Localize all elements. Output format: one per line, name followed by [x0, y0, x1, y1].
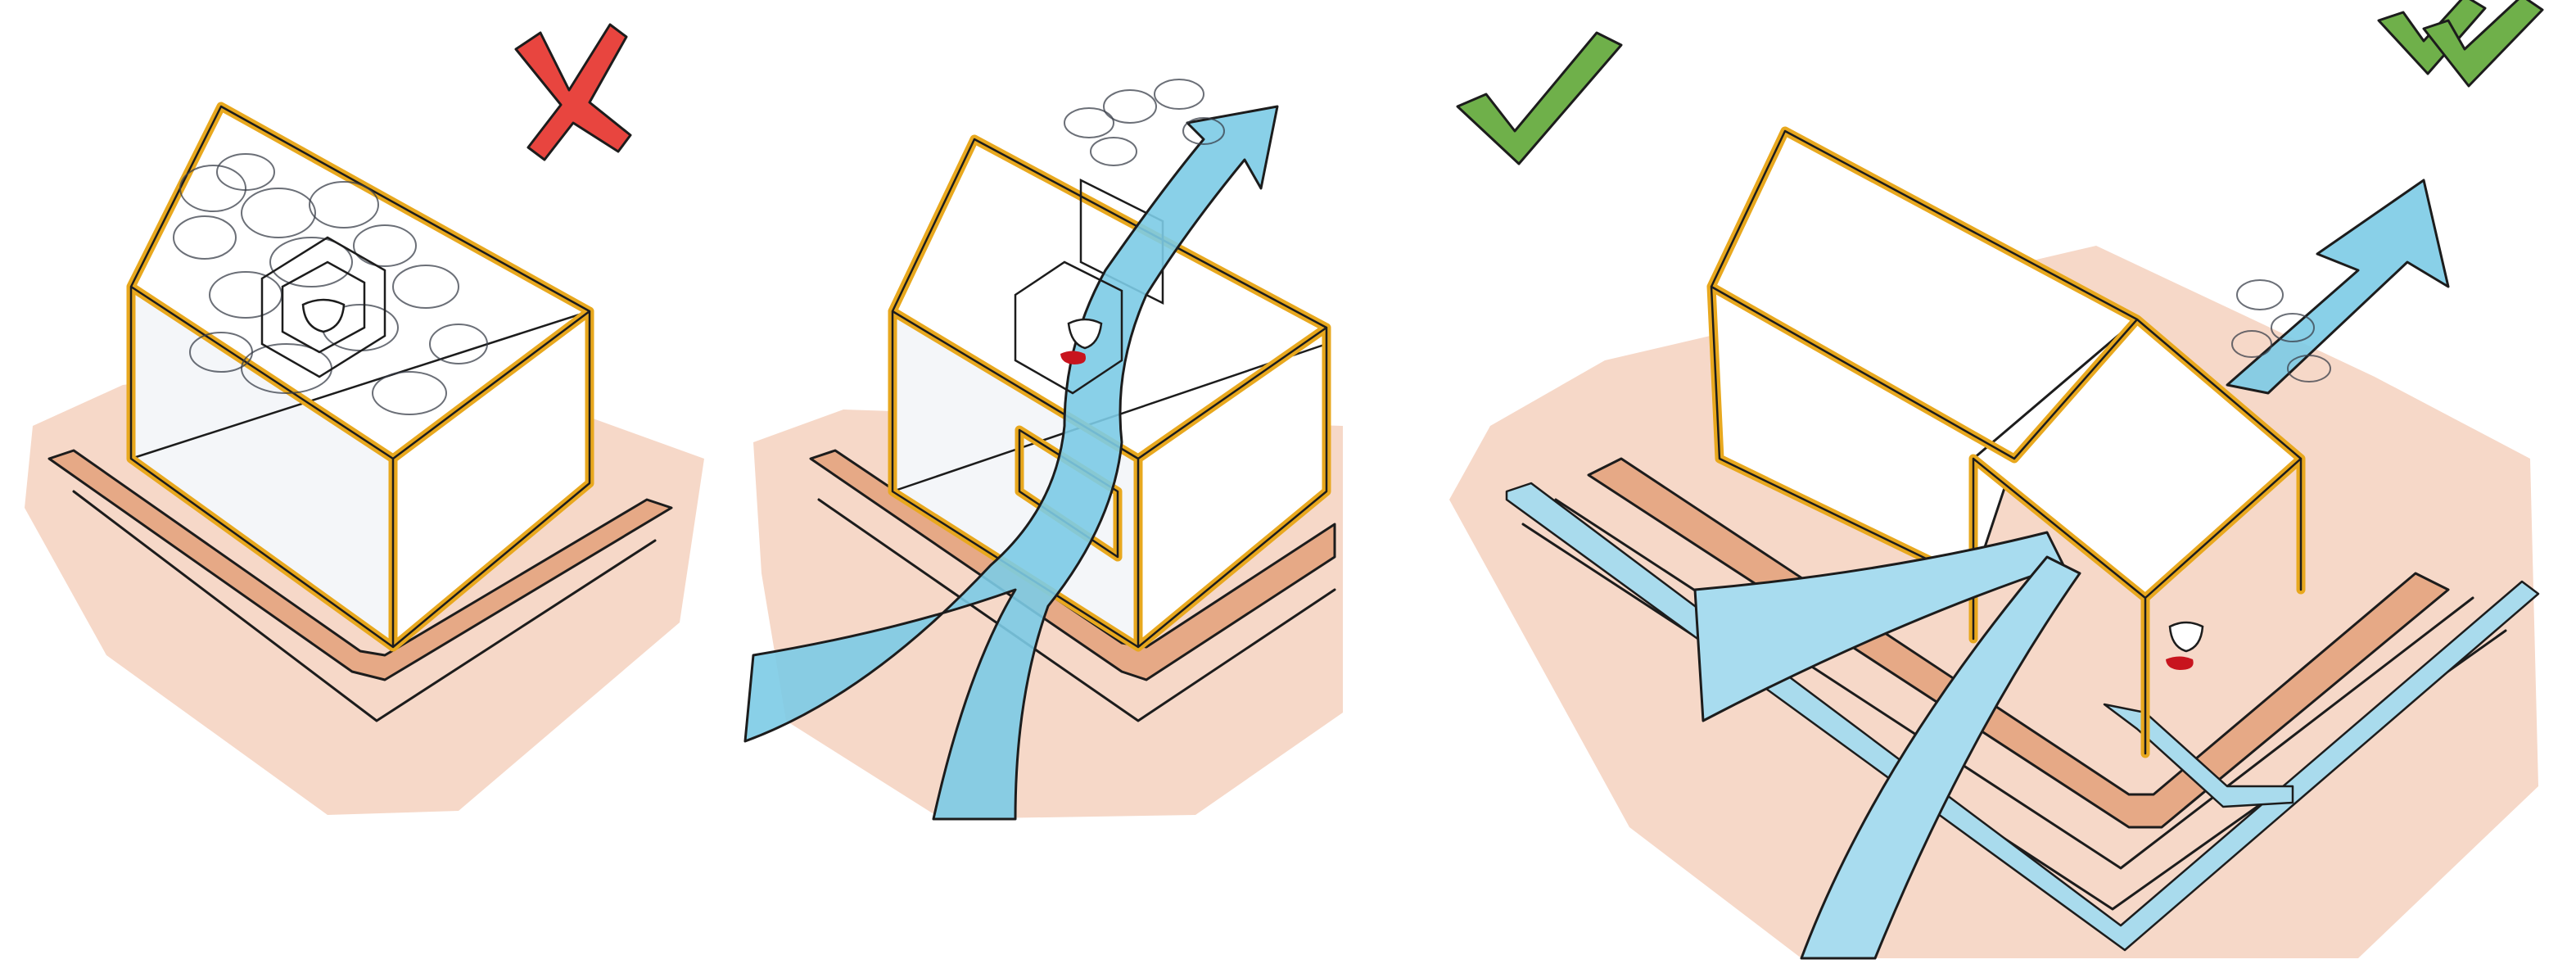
panel-open-structure — [1449, 33, 2538, 958]
check-icon — [1457, 33, 1621, 164]
panel-flow-through — [745, 79, 1343, 819]
panel-closed-house — [25, 25, 704, 815]
panel-double-check — [2379, 0, 2542, 86]
cross-icon — [516, 25, 630, 160]
